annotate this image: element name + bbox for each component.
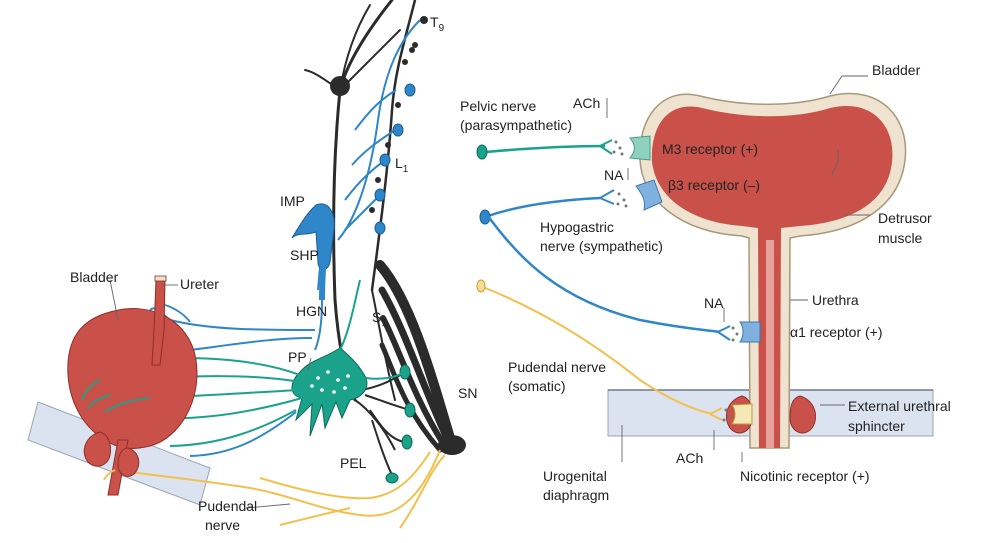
label-pel: PEL — [340, 455, 367, 471]
ach-vesicles-bottom — [722, 408, 731, 422]
label-ach-bottom: ACh — [676, 450, 703, 466]
label-beta3: β3 receptor (–) — [668, 177, 760, 193]
right-pudendal-fiber — [482, 286, 713, 415]
na-vesicles-mid — [731, 326, 739, 342]
hypogastric-to-urethra-fiber — [486, 215, 721, 334]
right-pudendal-origin — [476, 279, 486, 293]
label-s1: S1 — [372, 309, 387, 329]
ureter-cap — [154, 275, 167, 282]
label-na-mid: NA — [704, 295, 724, 311]
left-sphincter-lobe-b — [117, 447, 140, 477]
label-left-pudendal-2: nerve — [205, 517, 240, 533]
label-ureter: Ureter — [180, 276, 219, 292]
label-l1: L1 — [395, 155, 409, 175]
hypogastric-top-terminal — [599, 189, 615, 205]
na-vesicles-top — [616, 192, 628, 208]
chain-small-nodes — [369, 47, 415, 213]
label-hypogastric-2: nerve (sympathetic) — [540, 238, 663, 254]
t9-terminal-nodes — [412, 16, 428, 48]
label-right-pudendal-1: Pudendal nerve — [508, 359, 606, 375]
label-pelvic-1: Pelvic nerve — [460, 98, 536, 114]
left-sphincter-yellow — [103, 469, 116, 481]
pelvic-nerve-fiber — [485, 144, 606, 154]
m3-receptor — [629, 135, 651, 161]
label-pelvic-2: (parasympathetic) — [460, 117, 572, 133]
label-urogenital-1: Urogenital — [543, 468, 607, 484]
beta3-receptor — [635, 179, 663, 211]
label-nicotinic: Nicotinic receptor (+) — [740, 468, 870, 484]
ach-vesicles-top — [612, 140, 624, 156]
label-left-pudendal-1: Pudendal — [198, 498, 257, 514]
label-external-2: sphincter — [848, 418, 905, 434]
label-hgn: HGN — [296, 303, 327, 319]
leader-lines — [109, 75, 870, 509]
sacral-nerve-end — [438, 435, 466, 455]
bladder-surface-fibers — [81, 379, 151, 413]
label-alpha1: α1 receptor (+) — [790, 324, 883, 340]
right-urethra-lumen — [766, 240, 774, 448]
sympathetic-ganglion — [330, 76, 350, 96]
label-detrusor-1: Detrusor — [878, 210, 932, 226]
left-sphincter-lobe-a — [83, 431, 111, 467]
left-bladder — [67, 308, 198, 449]
label-external-1: External urethral — [848, 398, 951, 414]
label-sn: SN — [458, 385, 477, 401]
label-right-pudendal-2: (somatic) — [508, 378, 566, 394]
label-urethra: Urethra — [812, 292, 859, 308]
nicotinic-receptor — [731, 403, 753, 425]
sacral-nerve-bundle — [375, 260, 457, 453]
pelvic-nerve-terminal — [599, 139, 613, 155]
label-imp: IMP — [280, 193, 305, 209]
ureter-blue-fiber — [164, 304, 191, 323]
label-na-top: NA — [604, 167, 624, 183]
label-pp: PP — [288, 349, 307, 365]
alpha1-receptor — [739, 321, 761, 343]
pudendal-terminal-right — [709, 407, 723, 421]
right-sphincter-right-lobe — [789, 395, 816, 434]
pelvic-terminal-nodes — [385, 364, 416, 484]
hgn-to-bladder-fibers — [149, 299, 323, 457]
label-detrusor-2: muscle — [878, 230, 923, 246]
label-shp: SHP — [290, 247, 319, 263]
label-hypogastric-1: Hypogastric — [540, 219, 614, 235]
label-left-bladder: Bladder — [70, 269, 119, 285]
hypogastric-nerve-fiber — [487, 196, 601, 218]
label-right-bladder: Bladder — [872, 62, 921, 78]
shp-trunk — [319, 224, 329, 301]
pelvic-plexus — [291, 347, 368, 437]
pelvic-plexus-dots — [310, 370, 350, 394]
pelvic-nerve-origin — [476, 144, 488, 160]
urethra-alpha-terminal — [717, 325, 731, 341]
label-m3: M3 receptor (+) — [662, 141, 758, 157]
left-pudendal-fibers — [114, 449, 446, 529]
label-urogenital-2: diaphragm — [543, 487, 609, 503]
label-ach-top: ACh — [573, 95, 600, 111]
label-t9: T9 — [430, 14, 445, 34]
sympathetic-chain-nodes — [374, 83, 416, 235]
